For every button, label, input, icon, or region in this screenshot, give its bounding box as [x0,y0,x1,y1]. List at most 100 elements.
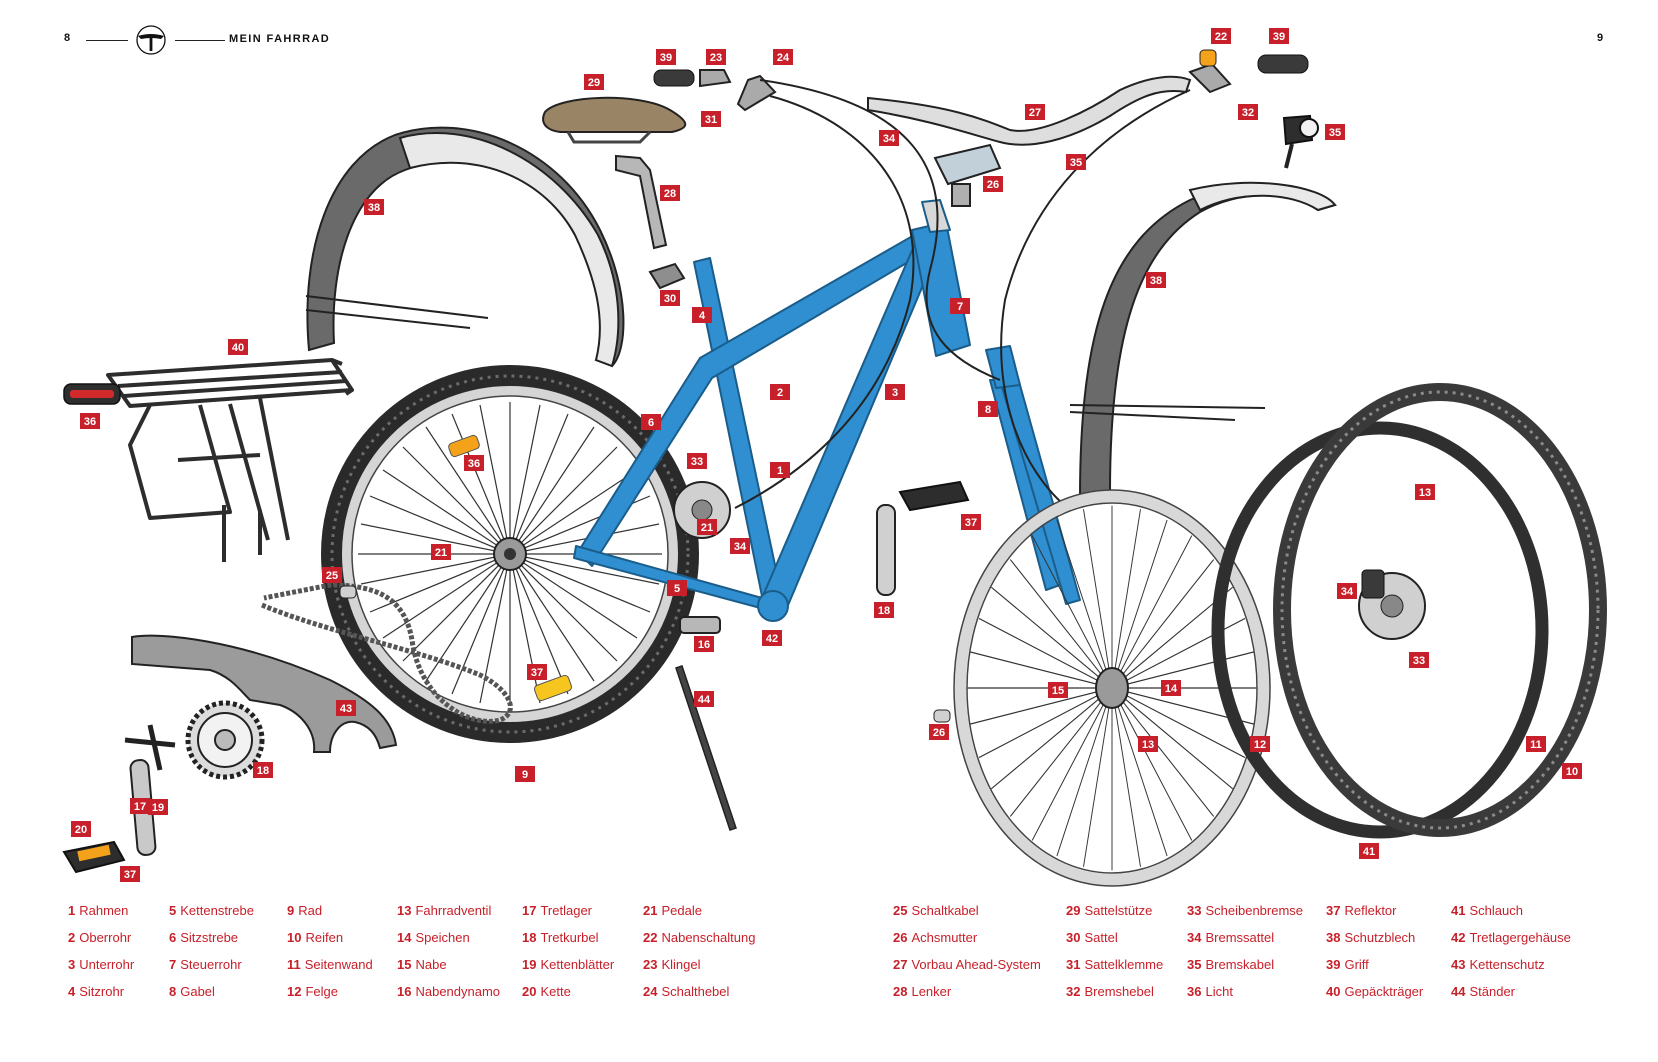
callout-marker-label: 40 [232,342,244,354]
callout-marker-21: 21 [697,519,717,535]
callout-marker-33: 33 [1409,652,1429,668]
callout-marker-42: 42 [762,630,782,646]
callout-marker-label: 35 [1070,157,1082,169]
callout-marker-34: 34 [879,130,899,146]
callout-marker-label: 11 [1530,739,1542,751]
callout-marker-bg [1562,763,1582,779]
callout-marker-23: 23 [706,49,726,65]
callout-marker-label: 32 [1242,107,1254,119]
callout-marker-38: 38 [364,199,384,215]
callout-marker-label: 30 [664,293,676,305]
chapter-title: MEIN FAHRRAD [229,33,331,45]
callout-marker-label: 4 [699,310,706,322]
callout-marker-bg [694,636,714,652]
callout-marker-36: 36 [464,455,484,471]
callout-marker-bg [1025,104,1045,120]
callout-marker-18: 18 [874,602,894,618]
callout-marker-bg [1526,736,1546,752]
callout-marker-3: 3 [885,384,905,400]
callout-marker-bg [71,821,91,837]
seatpost [615,154,668,250]
left-crank [124,724,176,856]
callout-marker-bg [1409,652,1429,668]
brake-disc [673,481,1426,640]
right-grip [1257,54,1309,74]
callout-marker-label: 34 [734,541,747,553]
callout-marker-bg [1269,28,1289,44]
callout-marker-bg [667,580,687,596]
callout-marker-label: 34 [883,133,896,145]
luggage-rack [106,358,354,562]
stem [933,143,1002,207]
kickstand [675,665,737,831]
saddle [542,96,687,144]
callout-marker-bg [694,691,714,707]
chain-guard [131,634,398,753]
bell [1199,49,1217,67]
callout-marker-bg [431,544,451,560]
callout-marker-bg [1250,736,1270,752]
callout-marker-bg [515,766,535,782]
callout-marker-13: 13 [1138,736,1158,752]
callout-marker-label: 26 [987,179,999,191]
callout-marker-bg [660,290,680,306]
callout-marker-34: 34 [1337,583,1357,599]
callout-marker-bg [1211,28,1231,44]
callout-marker-label: 26 [933,727,945,739]
saddle-logo-icon [136,25,166,55]
shift-cable [759,79,1001,381]
callout-marker-bg [879,130,899,146]
rear-brake-cable [734,95,915,509]
callout-marker-bg [1146,272,1166,288]
callout-marker-bg [874,602,894,618]
callout-marker-bg [770,462,790,478]
callout-marker-bg [701,111,721,127]
callout-marker-label: 9 [522,769,528,781]
callout-marker-label: 19 [152,802,164,814]
callout-marker-label: 37 [531,667,543,679]
callout-marker-label: 5 [674,583,680,595]
callout-marker-label: 2 [777,387,783,399]
callout-marker-label: 20 [75,824,87,836]
rear-wheel [321,365,699,743]
callout-marker-41: 41 [1359,843,1379,859]
callout-marker-label: 8 [985,404,991,416]
callout-marker-label: 18 [257,765,269,777]
callout-marker-bg [950,298,970,314]
callout-marker-11: 11 [1526,736,1546,752]
callout-marker-label: 38 [1150,275,1162,287]
callout-marker-bg [1161,680,1181,696]
callout-marker-label: 15 [1052,685,1064,697]
callout-marker-19: 19 [148,799,168,815]
callout-marker-label: 43 [340,703,352,715]
right-pedal [898,480,970,512]
page-number-left: 8 [64,32,71,44]
callout-marker-label: 33 [691,456,703,468]
callout-marker-bg [130,798,150,814]
axle-nut-right [933,709,951,723]
